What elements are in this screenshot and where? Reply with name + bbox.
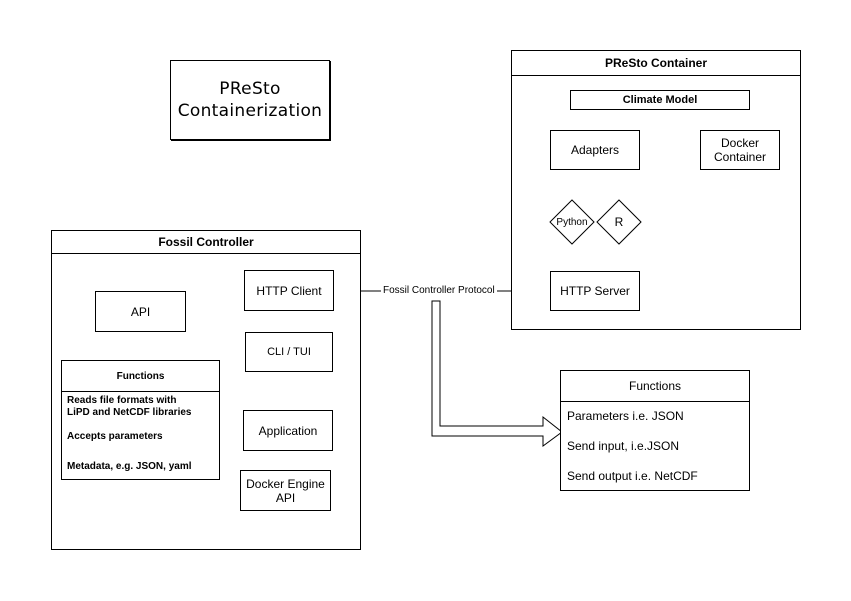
python-diamond: Python — [549, 199, 595, 245]
docker-engine-line-2: API — [275, 490, 296, 505]
right-functions-item-3: Send output i.e. NetCDF — [567, 469, 698, 483]
r-diamond: R — [596, 199, 642, 245]
fossil-functions-box: Functions Reads file formats with LiPD a… — [61, 360, 220, 480]
r-diamond-shape — [596, 199, 642, 245]
protocol-label: Fossil Controller Protocol — [381, 285, 497, 296]
http-client-box: HTTP Client — [244, 270, 334, 311]
api-box: API — [95, 291, 186, 332]
adapters-box: Adapters — [550, 130, 640, 170]
r-label: R — [614, 215, 624, 229]
right-functions-box: Functions Parameters i.e. JSON Send inpu… — [560, 370, 750, 491]
fossil-functions-title: Functions — [62, 361, 219, 392]
title-line-1: PReSto — [219, 79, 281, 99]
docker-engine-api-box: Docker Engine API — [240, 470, 331, 511]
fossil-functions-item-1-line-2: LiPD and NetCDF libraries — [67, 407, 192, 418]
python-diamond-shape — [549, 199, 595, 245]
http-server-box: HTTP Server — [550, 271, 640, 311]
python-label: Python — [556, 216, 588, 228]
docker-container-box: Docker Container — [700, 130, 780, 170]
fossil-controller-title: Fossil Controller — [52, 231, 360, 254]
cli-tui-box: CLI / TUI — [245, 332, 333, 372]
fossil-functions-item-2: Accepts parameters — [67, 431, 163, 442]
title-box: PReSto Containerization — [170, 60, 330, 140]
climate-model-box: Climate Model — [570, 90, 750, 110]
presto-container-title: PReSto Container — [512, 51, 800, 76]
right-functions-item-1: Parameters i.e. JSON — [567, 409, 684, 423]
right-functions-title: Functions — [561, 371, 749, 402]
docker-engine-line-1: Docker Engine — [246, 476, 325, 491]
fossil-functions-item-1: Reads file formats with LiPD and NetCDF … — [67, 395, 191, 419]
title-line-2: Containerization — [177, 101, 323, 121]
bent-block-arrow — [431, 300, 563, 447]
fossil-functions-item-1-line-1: Reads file formats with — [67, 395, 177, 406]
docker-container-line-1: Docker — [720, 136, 759, 150]
docker-container-line-2: Container — [713, 150, 767, 164]
application-box: Application — [243, 410, 333, 451]
fossil-functions-item-3: Metadata, e.g. JSON, yaml — [67, 461, 192, 472]
right-functions-item-2: Send input, i.e.JSON — [567, 439, 680, 453]
